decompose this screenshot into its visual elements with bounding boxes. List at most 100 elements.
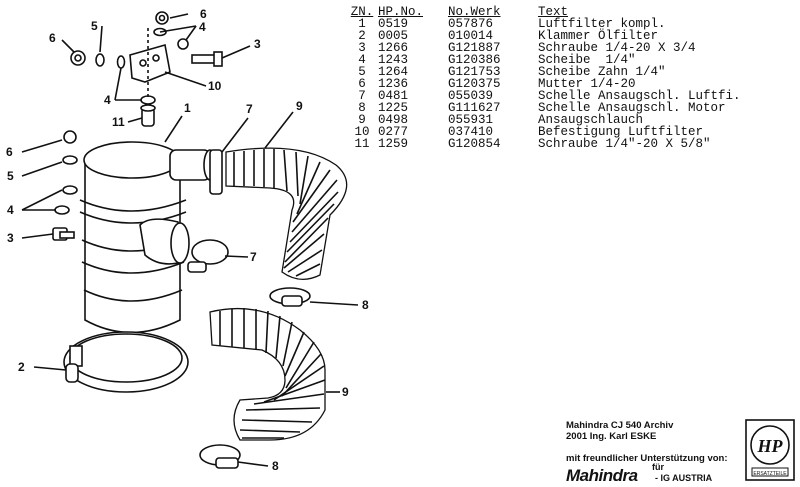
cell-zn: 9 — [358, 113, 366, 127]
credit-fuer: für — [652, 462, 664, 472]
left-small-parts — [52, 130, 78, 241]
cell-no-werk: 057876 — [448, 17, 494, 31]
cell-no-werk: G121753 — [448, 65, 501, 79]
callout-6: 6 — [6, 145, 13, 159]
table-row: 2 0005 010014 Klammer Ölfilter — [346, 29, 798, 43]
cell-no-werk: 055931 — [448, 113, 494, 127]
callout-4: 4 — [199, 20, 206, 34]
callout-7: 7 — [250, 250, 257, 264]
cell-zn: 5 — [358, 65, 366, 79]
cell-hp-no: 1264 — [378, 65, 409, 79]
table-row: 6 1236 G120375 Mutter 1/4-20 — [346, 77, 798, 91]
cell-hp-no: 0481 — [378, 89, 409, 103]
callout-5: 5 — [7, 169, 14, 183]
hp-logo-icon: HP ERSATZTEILE — [745, 419, 795, 481]
cell-text: Scheibe Zahn 1/4" — [538, 65, 666, 79]
callout-4: 4 — [104, 93, 111, 107]
cell-text: Ansaugschlauch — [538, 113, 644, 127]
callout-1: 1 — [184, 101, 191, 115]
exploded-parts-diagram: 6 5 4 6 3 10 4 11 1 7 9 6 5 4 3 7 8 2 9 … — [6, 7, 369, 473]
cell-zn: 10 — [354, 125, 370, 139]
table-row: 8 1225 G111627 Schelle Ansaugschl. Motor — [346, 101, 798, 115]
callout-8: 8 — [362, 298, 369, 312]
cell-zn: 6 — [358, 77, 366, 91]
credit-ig-austria: - IG AUSTRIA — [655, 473, 713, 483]
cell-no-werk: 010014 — [448, 29, 494, 43]
header-text: Text — [538, 5, 569, 19]
cell-text: Klammer Ölfilter — [538, 29, 659, 43]
clamp-7-top-drawing — [209, 149, 223, 195]
cell-text: Luftfilter kompl. — [538, 17, 666, 31]
logo-caption: ERSATZTEILE — [753, 471, 787, 477]
cell-hp-no: 0498 — [378, 113, 409, 127]
cell-text: Befestigung Luftfilter — [538, 125, 704, 139]
cell-no-werk: G120386 — [448, 53, 501, 67]
parts-table-header: ZN. HP.No. No.Werk Text — [346, 5, 798, 19]
header-zn: ZN. — [350, 5, 374, 19]
cell-zn: 7 — [358, 89, 366, 103]
mahindra-brand: Mahindra — [566, 466, 638, 485]
leader-lines — [21, 13, 359, 467]
screw-3-top-drawing — [191, 54, 217, 64]
hose-clamps — [187, 239, 311, 469]
cell-text: Schraube 1/4"-20 X 5/8" — [538, 137, 711, 151]
callout-6: 6 — [200, 7, 207, 21]
archive-credits: Mahindra CJ 540 Archiv 2001 Ing. Karl ES… — [566, 420, 728, 464]
table-row: 3 1266 G121887 Schraube 1/4-20 X 3/4 — [346, 41, 798, 55]
cell-no-werk: G111627 — [448, 101, 501, 115]
air-filter-canister — [79, 141, 223, 334]
callout-3: 3 — [7, 231, 14, 245]
table-row: 10 0277 037410 Befestigung Luftfilter — [346, 125, 798, 139]
cell-zn: 2 — [358, 29, 366, 43]
cell-no-werk: 055039 — [448, 89, 494, 103]
cell-no-werk: G120375 — [448, 77, 501, 91]
callout-9: 9 — [296, 99, 303, 113]
header-no-werk: No.Werk — [448, 5, 501, 19]
cell-text: Schelle Ansaugschl. Motor — [538, 101, 726, 115]
cell-hp-no: 0005 — [378, 29, 409, 43]
table-row: 7 0481 055039 Schelle Ansaugschl. Luftfi. — [346, 89, 798, 103]
callout-5: 5 — [91, 19, 98, 33]
bracket-assembly-top — [70, 11, 223, 127]
logo-initials: HP — [757, 436, 784, 456]
callout-9: 9 — [342, 385, 349, 399]
credit-archive: Mahindra CJ 540 Archiv — [566, 420, 674, 431]
nut-top — [155, 11, 169, 25]
callout-3: 3 — [254, 37, 261, 51]
cell-no-werk: G121887 — [448, 41, 501, 55]
nut-left — [70, 50, 86, 66]
cell-text: Schraube 1/4-20 X 3/4 — [538, 41, 696, 55]
bracket-10-drawing — [129, 43, 171, 83]
hose-9-lower — [209, 307, 326, 441]
callout-10: 10 — [208, 79, 222, 93]
callout-8: 8 — [272, 459, 279, 473]
callout-2: 2 — [18, 360, 25, 374]
callout-11: 11 — [112, 115, 125, 129]
hose-9-upper — [225, 147, 348, 280]
cell-text: Schelle Ansaugschl. Luftfi. — [538, 89, 741, 103]
header-hp-no: HP.No. — [378, 5, 424, 19]
cell-text: Scheibe 1/4" — [538, 53, 636, 67]
cell-hp-no: 1236 — [378, 77, 409, 91]
cell-hp-no: 0277 — [378, 125, 409, 139]
cell-no-werk: 037410 — [448, 125, 494, 139]
cell-no-werk: G120854 — [448, 137, 501, 151]
cell-hp-no: 1225 — [378, 101, 409, 115]
table-row: 9 0498 055931 Ansaugschlauch — [346, 113, 798, 127]
callout-4: 4 — [7, 203, 14, 217]
band-clamp-2 — [63, 331, 189, 393]
cell-text: Mutter 1/4-20 — [538, 77, 636, 91]
callout-labels: 6 5 4 6 3 10 4 11 1 7 9 6 5 4 3 7 8 2 9 … — [6, 7, 369, 473]
table-row: 5 1264 G121753 Scheibe Zahn 1/4" — [346, 65, 798, 79]
cell-hp-no: 0519 — [378, 17, 409, 31]
cell-zn: 3 — [358, 41, 366, 55]
cell-zn: 8 — [358, 101, 366, 115]
cell-hp-no: 1243 — [378, 53, 409, 67]
callout-6: 6 — [49, 31, 56, 45]
credit-author: 2001 Ing. Karl ESKE — [566, 431, 657, 442]
cell-hp-no: 1266 — [378, 41, 409, 55]
